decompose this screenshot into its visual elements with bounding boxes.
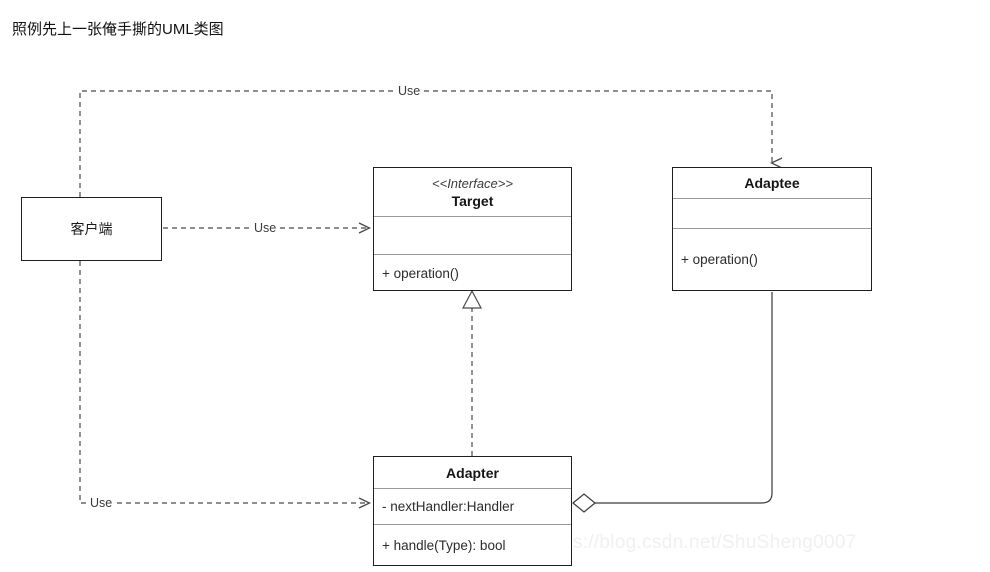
target-operations-compartment: + operation() [374, 254, 571, 292]
target-class-name: Target [451, 192, 494, 209]
edge-client-to-adapter [79, 261, 372, 509]
adaptee-operations-compartment: + operation() [673, 228, 871, 290]
class-box-client[interactable]: 客户端 [21, 197, 162, 261]
class-box-target[interactable]: <<Interface>> Target + operation() [373, 167, 572, 291]
adaptee-attributes-compartment [673, 198, 871, 228]
edge-adapter-to-target [462, 289, 482, 456]
adaptee-operations: + operation() [681, 252, 758, 267]
adapter-class-name: Adapter [446, 464, 499, 481]
adapter-operations: + handle(Type): bool [382, 537, 506, 553]
adapter-attributes-compartment: - nextHandler:Handler [374, 488, 571, 524]
edge-label-client-to-target: Use [252, 221, 279, 235]
page-caption: 照例先上一张俺手撕的UML类图 [12, 21, 224, 38]
adaptee-class-name: Adaptee [744, 175, 800, 191]
edge-client-to-adaptee [79, 90, 783, 197]
adapter-header-compartment: Adapter [374, 457, 571, 488]
edge-label-client-to-adaptee: Use [396, 84, 423, 98]
target-attributes-compartment [374, 216, 571, 254]
target-header-compartment: <<Interface>> Target [374, 168, 571, 216]
adaptee-header-compartment: Adaptee [673, 168, 871, 198]
edge-label-client-to-adapter: Use [88, 496, 115, 510]
target-stereotype: <<Interface>> [432, 175, 513, 191]
watermark-text: https://blog.csdn.net/ShuSheng0007 [540, 532, 857, 553]
adapter-attributes: - nextHandler:Handler [382, 499, 515, 514]
edge-adapter-to-adaptee [572, 292, 773, 513]
client-class-name: 客户端 [70, 221, 113, 237]
class-box-adapter[interactable]: Adapter - nextHandler:Handler + handle(T… [373, 456, 572, 566]
target-operations: + operation() [382, 266, 459, 281]
client-name-compartment: 客户端 [22, 198, 161, 260]
adapter-operations-compartment: + handle(Type): bool [374, 524, 571, 565]
class-box-adaptee[interactable]: Adaptee + operation() [672, 167, 872, 291]
